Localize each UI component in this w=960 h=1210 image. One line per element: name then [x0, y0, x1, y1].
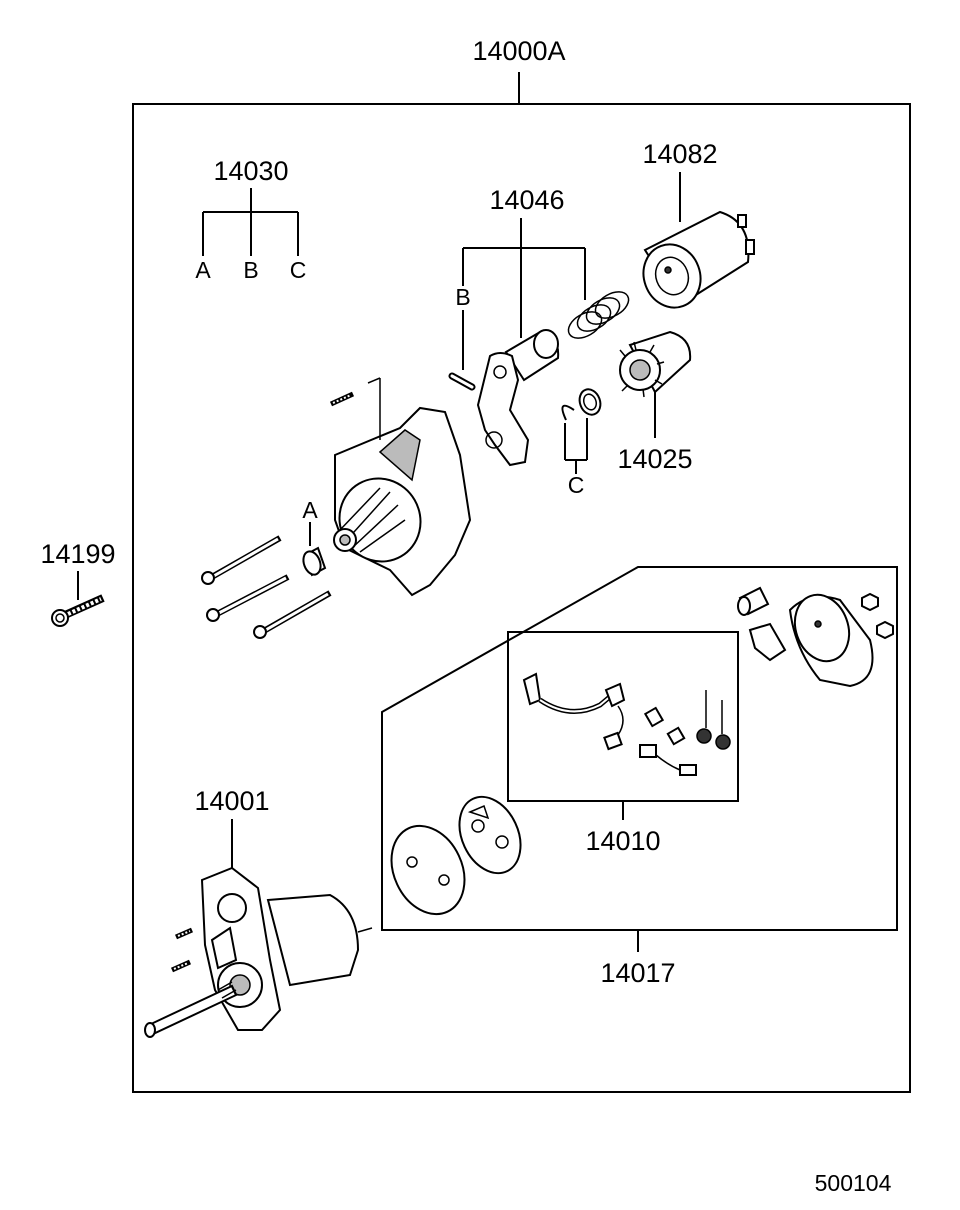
callout-14001: 14001 — [194, 786, 270, 870]
shift-lever-icon — [476, 329, 560, 467]
callout-14046: 14046 B — [455, 185, 586, 370]
part-label-14046: 14046 — [489, 185, 564, 215]
through-bolt-icon — [201, 535, 332, 639]
motor-icon — [144, 866, 373, 1038]
kit-letter-a: A — [195, 257, 211, 283]
callout-14017: 14017 — [600, 930, 676, 988]
brush-spring-icon — [696, 690, 731, 750]
pinion-gear-icon — [619, 330, 692, 398]
part-label-14017: 14017 — [600, 958, 675, 988]
front-housing-icon — [333, 377, 472, 597]
spring-icon — [567, 291, 630, 339]
small-screw-icon — [170, 927, 194, 973]
bushing-icon: A — [302, 497, 327, 577]
callout-14199: 14199 — [40, 539, 116, 600]
part-label-14025: 14025 — [617, 444, 692, 474]
callout-c-ring: C — [564, 418, 588, 498]
snap-ring-icon — [561, 388, 602, 421]
part-label-14082: 14082 — [642, 139, 717, 169]
kit-letter-c: C — [290, 257, 307, 283]
brush-lead-icon — [522, 672, 697, 776]
drawing-number: 500104 — [815, 1170, 892, 1196]
callout-14030: 14030 A B C — [195, 156, 306, 283]
yoke-icon — [788, 593, 874, 688]
bearing-icon — [737, 586, 770, 616]
callout-14082: 14082 — [642, 139, 718, 222]
kit-letter-b: B — [243, 257, 258, 283]
end-cover-icon — [390, 795, 522, 916]
part-label-14199: 14199 — [40, 539, 115, 569]
nut-icon — [861, 592, 894, 640]
part-label-14010: 14010 — [585, 826, 660, 856]
part-label-14030: 14030 — [213, 156, 288, 186]
brush-plate-icon — [748, 622, 787, 662]
yoke-kit-frame — [381, 566, 898, 931]
mounting-bolt-icon — [51, 594, 105, 627]
part-label-14001: 14001 — [194, 786, 269, 816]
kit-letter-c-ring: C — [568, 472, 585, 498]
callout-14010: 14010 — [585, 801, 661, 856]
kit-letter-b-lever: B — [455, 284, 470, 310]
solenoid-icon — [642, 210, 755, 309]
kit-letter-a-bushing: A — [302, 497, 318, 523]
assembly-label: 14000A — [472, 36, 565, 66]
pin-icon — [448, 372, 476, 391]
callout-14025: 14025 — [617, 392, 693, 474]
screw-icon — [329, 391, 355, 407]
assembly-frame — [132, 103, 911, 1093]
